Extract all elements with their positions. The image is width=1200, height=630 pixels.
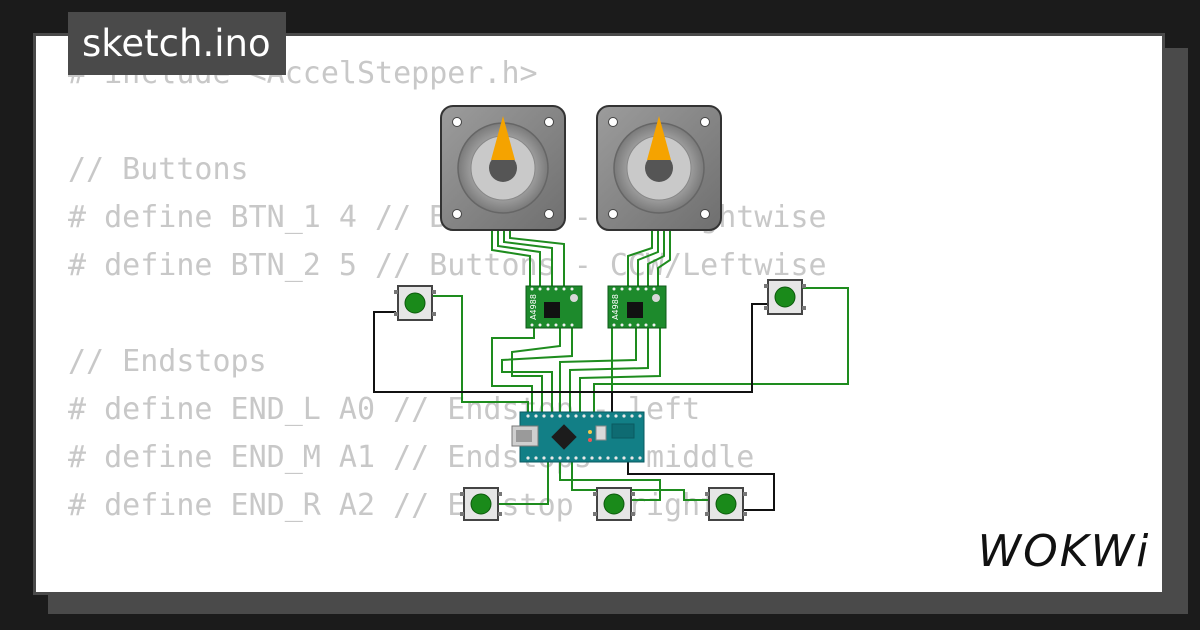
arduino-nano[interactable]	[511, 411, 645, 463]
pushbutton-btn-1[interactable]	[394, 285, 436, 321]
code-line: # define BTN_2 5 // Buttons - CCW/Leftwi…	[68, 248, 827, 283]
pushbutton-endstop-middle[interactable]	[593, 487, 635, 521]
wokwi-logo-text: WOKWi	[978, 526, 1150, 577]
a4988-driver-2[interactable]: A4988	[607, 285, 667, 329]
pushbutton-btn-2[interactable]	[764, 279, 806, 315]
sketch-title: sketch.ino	[68, 12, 286, 75]
nano-pins-top	[526, 414, 642, 418]
motor1-wires	[491, 228, 565, 286]
button-wires	[373, 287, 849, 511]
code-line: // Endstops	[68, 344, 267, 379]
stepper-motor-2[interactable]	[596, 105, 722, 231]
pushbutton-endstop-left[interactable]	[460, 487, 502, 521]
motor2-wires	[627, 228, 671, 286]
driver-label: A4988	[611, 294, 620, 320]
a4988-driver-1[interactable]: A4988	[525, 285, 583, 329]
stepper-motor-1[interactable]	[440, 105, 566, 231]
nano-pins-bottom	[526, 456, 642, 460]
code-line: // Buttons	[68, 152, 249, 187]
wokwi-logo: WOKWi	[978, 526, 1150, 577]
driver-label: A4988	[529, 294, 538, 320]
pushbutton-endstop-right[interactable]	[705, 487, 747, 521]
